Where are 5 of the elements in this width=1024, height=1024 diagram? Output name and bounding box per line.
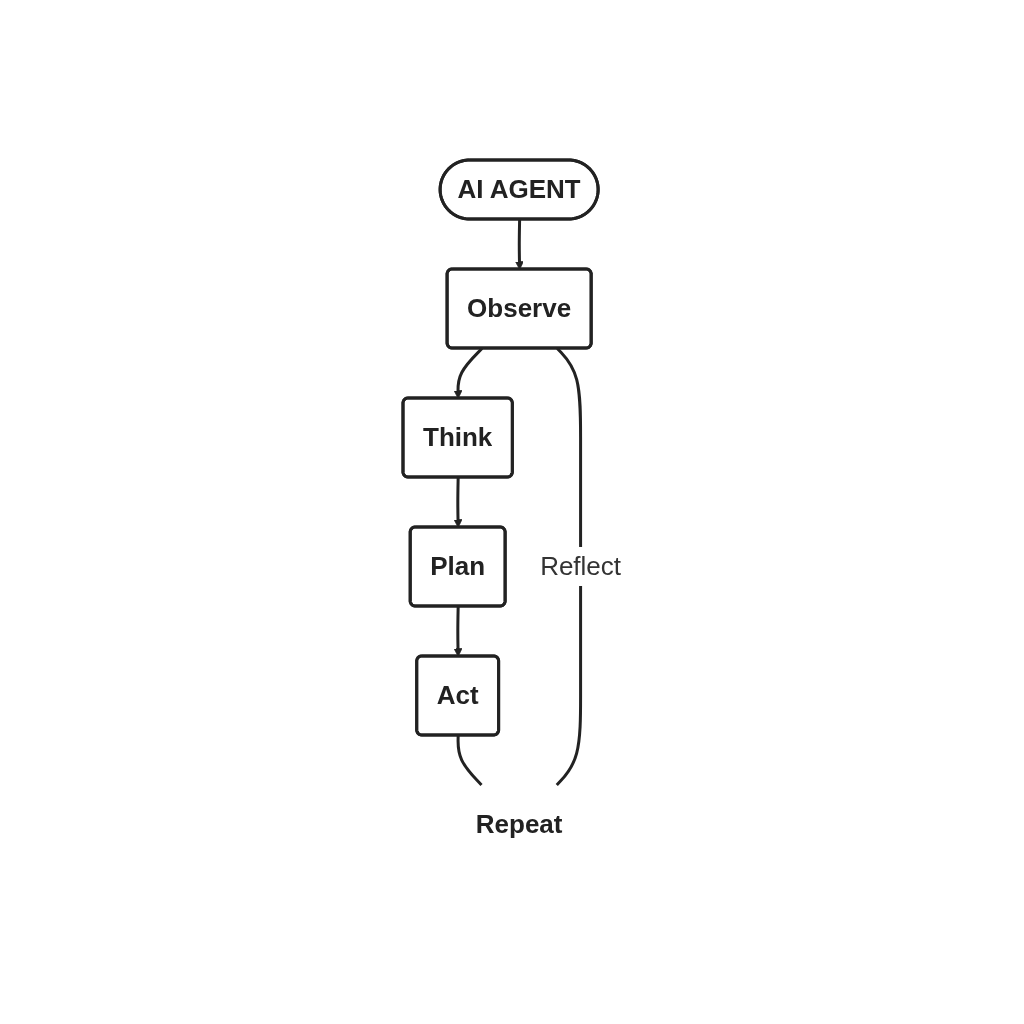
arrow <box>515 219 524 270</box>
arrow <box>453 477 463 528</box>
connector <box>456 735 483 787</box>
edge-label: Reflect <box>540 551 622 581</box>
node-text: Repeat <box>475 808 563 839</box>
